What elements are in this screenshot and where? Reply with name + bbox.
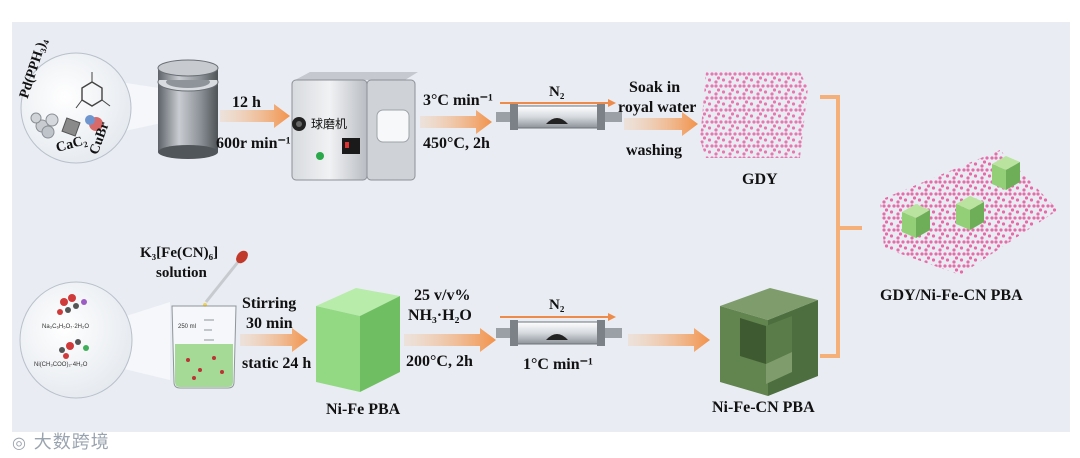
bottom-gas-label: N₂	[549, 297, 565, 313]
ammonia-temp-label: 200°C, 2h	[406, 353, 473, 370]
soak-line2: royal water	[618, 99, 697, 116]
final-product-label: GDY/Ni-Fe-CN PBA	[880, 287, 1023, 304]
ni-fe-pba-cube	[316, 288, 400, 392]
chem-formula-1: Na₃C₆H₅O₇·2H₂O	[42, 324, 90, 330]
mill-machine-text: 球磨机	[311, 117, 348, 131]
watermark-logo-icon: ◎	[12, 433, 27, 452]
washing-label: washing	[626, 142, 683, 159]
ammonia-line2: NH₃·H₂O	[408, 307, 472, 324]
top-heat-temp-label: 450°C, 2h	[423, 135, 490, 152]
ni-fe-pba-label: Ni-Fe PBA	[326, 401, 401, 418]
stirring-line1: Stirring	[242, 295, 297, 312]
ball-mill-machine	[291, 72, 418, 181]
soak-line1: Soak in	[629, 79, 681, 96]
bottom-heat-rate-label: 1°C min⁻¹	[523, 356, 593, 373]
process-arrows	[220, 104, 710, 352]
gdy-lattice	[700, 72, 808, 158]
gdy-label: GDY	[742, 171, 778, 188]
static-label: static 24 h	[242, 355, 312, 372]
tube-furnace-bottom	[496, 313, 622, 346]
watermark: ◎ 大数跨境	[12, 428, 110, 454]
mill-time-label: 12 h	[232, 94, 261, 111]
stirring-line2: 30 min	[246, 315, 293, 332]
beaker	[171, 305, 237, 389]
chem-formula-2: Ni(CH₃COO)₂·4H₂O	[34, 362, 88, 368]
ball-mill-jar	[157, 59, 219, 159]
merge-bracket	[820, 95, 862, 358]
gdy-ni-fe-cn-composite	[880, 150, 1058, 275]
watermark-text: 大数跨境	[33, 432, 110, 453]
ni-fe-cn-pba-label: Ni-Fe-CN PBA	[712, 399, 815, 416]
dropper-pipette	[203, 250, 248, 307]
beaker-volume-mark: 250 ml	[178, 324, 197, 330]
top-gas-label: N₂	[549, 84, 565, 100]
ammonia-line1: 25 v/v%	[414, 287, 471, 304]
top-heat-rate-label: 3°C min⁻¹	[423, 92, 493, 109]
mill-speed-label: 600r min⁻¹	[216, 135, 291, 152]
reagent-line1: K₃[Fe(CN)₆]	[140, 245, 219, 261]
reagent-line2: solution	[156, 265, 207, 281]
chemicals-bubble	[19, 281, 170, 399]
ni-fe-cn-pba-cube	[720, 288, 818, 396]
tube-furnace-top	[496, 99, 622, 130]
